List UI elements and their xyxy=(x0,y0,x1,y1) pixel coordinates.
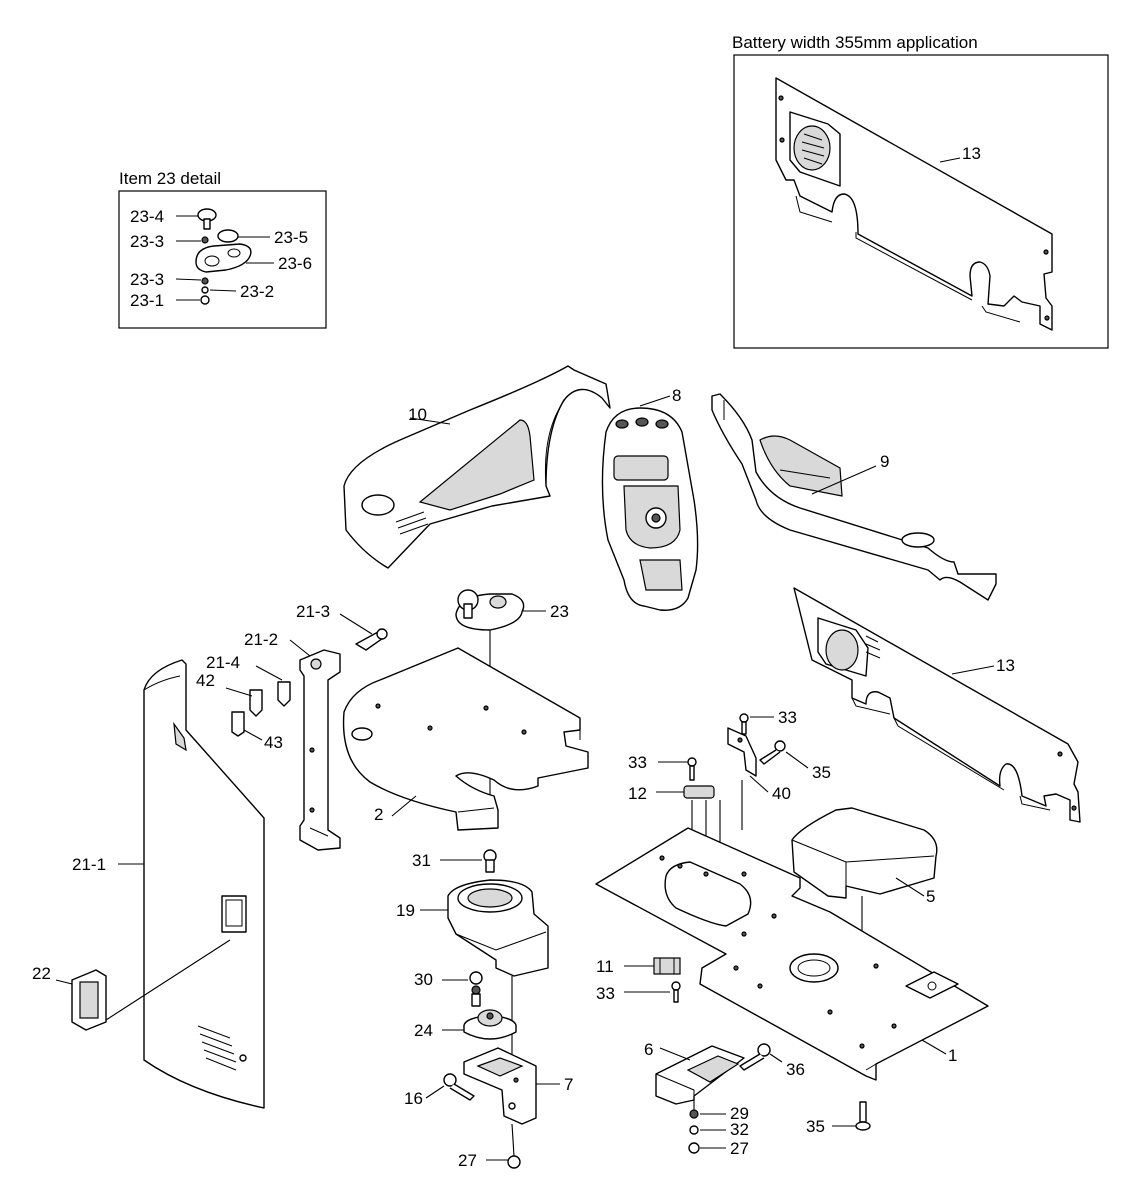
callout-40: 40 xyxy=(772,784,791,803)
part-9-right-cover xyxy=(711,393,997,601)
callout-30: 30 xyxy=(414,970,433,989)
item-23-detail-inset: Item 23 detail 23-4 23-3 23-5 23-6 23- xyxy=(118,169,327,329)
callout-9: 9 xyxy=(880,452,889,471)
callout-10: 10 xyxy=(408,405,427,424)
callout-23-5: 23-5 xyxy=(274,228,308,247)
part-23-5-cap xyxy=(217,229,239,243)
callout-13: 13 xyxy=(996,656,1015,675)
part-21-3-bolt xyxy=(355,628,388,651)
part-23-2-spring-washer xyxy=(201,286,209,294)
part-31-bolt xyxy=(483,849,497,873)
part-42-bracket xyxy=(249,689,263,717)
callout-23-4: 23-4 xyxy=(130,207,164,226)
callout-35-lower: 35 xyxy=(806,1117,825,1136)
part-27-nut-caster xyxy=(507,1155,521,1169)
callout-5: 5 xyxy=(926,887,935,906)
part-33-bolt-lower xyxy=(671,981,681,1003)
part-23-6-base xyxy=(195,243,252,273)
part-2-floor-plate xyxy=(342,647,589,831)
callout-27-bracket: 27 xyxy=(730,1139,749,1158)
part-12-grommet xyxy=(683,785,715,799)
part-29-washer xyxy=(689,1109,699,1119)
callout-21-2: 21-2 xyxy=(244,630,278,649)
part-1-base-plate xyxy=(595,827,989,1081)
callout-24: 24 xyxy=(414,1021,433,1040)
battery-width-frame xyxy=(733,54,1109,349)
callout-8: 8 xyxy=(672,386,681,405)
callout-35-upper: 35 xyxy=(812,763,831,782)
callout-1: 1 xyxy=(948,1046,957,1065)
callout-27-caster: 27 xyxy=(458,1151,477,1170)
part-13-main-side-panel xyxy=(793,587,1081,823)
callout-31: 31 xyxy=(412,851,431,870)
item-23-detail-title: Item 23 detail xyxy=(119,169,221,188)
battery-width-title: Battery width 355mm application xyxy=(732,33,978,52)
part-23-3-washer-lower xyxy=(201,277,209,285)
part-5-box-cover xyxy=(791,807,938,899)
part-6-bracket xyxy=(655,1045,745,1105)
part-7-caster-bracket xyxy=(463,1047,537,1125)
callout-23-1: 23-1 xyxy=(130,291,164,310)
callout-23-6: 23-6 xyxy=(278,254,312,273)
callout-7: 7 xyxy=(564,1075,573,1094)
part-33-bolt-upper-right xyxy=(739,713,749,735)
callout-42: 42 xyxy=(196,671,215,690)
callout-12: 12 xyxy=(628,784,647,803)
part-21-2-pillar xyxy=(299,649,341,851)
part-10-left-cover xyxy=(343,365,611,569)
callout-23: 23 xyxy=(550,602,569,621)
callout-29: 29 xyxy=(730,1104,749,1123)
callout-33-mid: 33 xyxy=(628,753,647,772)
callout-11: 11 xyxy=(596,957,614,976)
callout-6: 6 xyxy=(644,1040,653,1059)
part-11-clip xyxy=(653,957,681,975)
part-24-mount xyxy=(463,1009,517,1040)
part-19-housing xyxy=(447,879,549,977)
callout-33-lower: 33 xyxy=(596,984,615,1003)
part-22-handle xyxy=(71,969,107,1031)
callout-21-4: 21-4 xyxy=(206,653,240,672)
callout-19: 19 xyxy=(396,901,415,920)
part-21-4-bracket xyxy=(277,681,291,707)
callout-21-1: 21-1 xyxy=(72,855,106,874)
callout-32: 32 xyxy=(730,1120,749,1139)
callout-36: 36 xyxy=(786,1060,805,1079)
part-27-nut-bracket xyxy=(688,1142,700,1154)
part-13-inset-side-panel xyxy=(775,77,1053,331)
part-23-joystick xyxy=(455,589,525,631)
part-23-3-washer-upper xyxy=(201,236,209,244)
part-36-bolt xyxy=(739,1043,771,1071)
part-30-bolt xyxy=(469,971,483,1007)
part-40-bracket xyxy=(727,727,757,777)
callout-13-inset: 13 xyxy=(962,144,981,163)
part-32-spring-washer xyxy=(689,1125,699,1135)
callout-22: 22 xyxy=(32,964,51,983)
part-23-1-nut xyxy=(200,295,210,305)
callout-33-upper-right: 33 xyxy=(778,708,797,727)
callout-23-3-lower: 23-3 xyxy=(130,270,164,289)
callout-23-3-upper: 23-3 xyxy=(130,232,164,251)
part-23-4-knob xyxy=(197,208,217,230)
part-43-bracket xyxy=(231,711,245,737)
part-16-bolt xyxy=(443,1073,475,1101)
callout-16: 16 xyxy=(404,1089,423,1108)
callout-2: 2 xyxy=(374,805,383,824)
part-8-control-console xyxy=(601,407,699,611)
battery-width-inset: Battery width 355mm application 13 xyxy=(732,33,1109,349)
part-35-bolt-lower xyxy=(855,1101,871,1131)
part-35-bolt-upper xyxy=(759,740,786,765)
part-33-bolt-mid xyxy=(687,757,697,781)
item-23-detail-frame xyxy=(118,190,327,329)
callout-43: 43 xyxy=(264,733,283,752)
callout-23-2: 23-2 xyxy=(240,282,274,301)
part-21-1-rear-panel xyxy=(143,659,265,1109)
callout-21-3: 21-3 xyxy=(296,602,330,621)
